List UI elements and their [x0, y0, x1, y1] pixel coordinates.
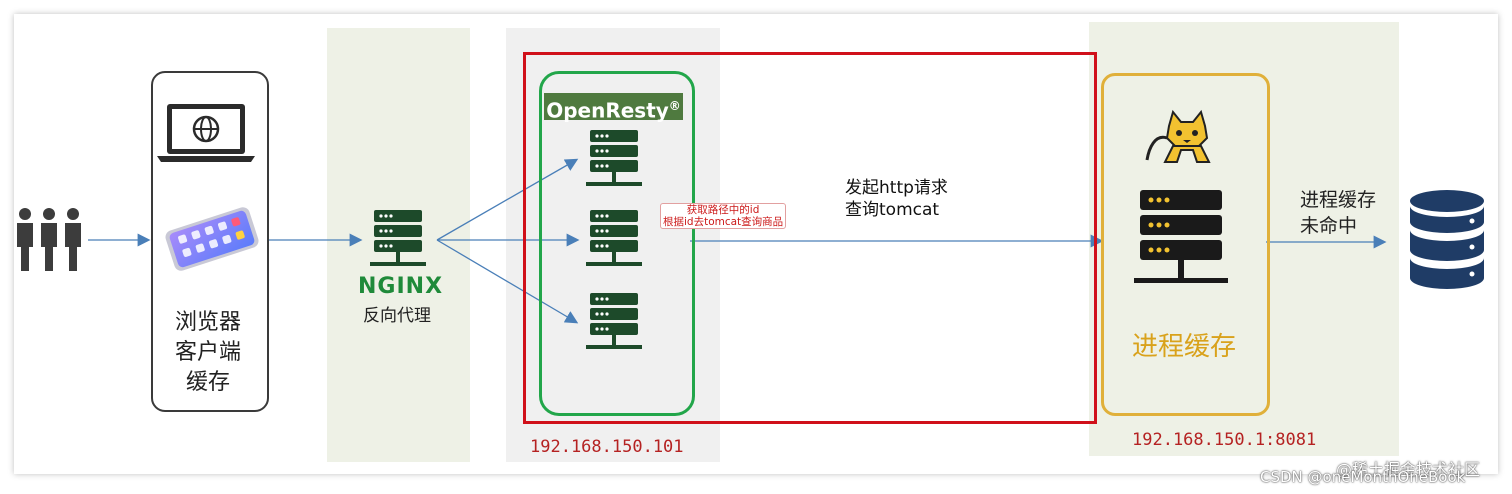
request-line1: 发起http请求: [845, 178, 948, 198]
openresty-box: [539, 71, 695, 416]
openresty-server-icon-2: [586, 210, 642, 266]
tomcat-label: 进程缓存: [1131, 332, 1236, 362]
browser-label-line2: 客户端: [174, 340, 241, 365]
request-line2: 查询tomcat: [845, 200, 940, 220]
browser-label-line3: 缓存: [185, 370, 230, 395]
users-icon: [17, 208, 81, 271]
tomcat-panel: [1089, 22, 1399, 456]
miss-line2: 未命中: [1300, 215, 1358, 237]
nginx-logo: NGINX: [358, 274, 444, 299]
laptop-globe-icon: [157, 104, 255, 162]
tomcat-cat-icon: [1145, 109, 1211, 163]
miss-label: 进程缓存 未命中: [1300, 187, 1376, 239]
registered-mark: ®: [668, 99, 681, 113]
miss-line1: 进程缓存: [1300, 189, 1377, 211]
database-icon: [1410, 190, 1484, 289]
watermark-line2: CSDN @oneMonthOneBook: [1260, 468, 1466, 486]
openresty-ip: 192.168.150.101: [530, 437, 684, 457]
openresty-logo: OpenResty®: [544, 93, 683, 123]
smartphone-icon: [165, 207, 259, 271]
red-scope-box: [523, 52, 1097, 424]
nginx-label: 反向代理: [363, 306, 431, 326]
openresty-logo-text: OpenResty: [546, 98, 669, 123]
tomcat-box: [1101, 73, 1270, 416]
openresty-server-icon-3: [586, 293, 642, 349]
tomcat-ip: 192.168.150.1:8081: [1132, 430, 1317, 450]
annotation-line2: 根据id去tomcat查询商品: [663, 216, 784, 228]
request-label: 发起http请求 查询tomcat: [845, 177, 948, 221]
openresty-server-icon-1: [586, 130, 642, 186]
annotation-line1: 获取路径中的id: [686, 204, 760, 216]
openresty-annotation: 获取路径中的id 根据id去tomcat查询商品: [660, 203, 787, 229]
nginx-server-icon: [370, 210, 426, 266]
browser-label-line1: 浏览器: [174, 310, 241, 335]
browser-label: 浏览器 客户端 缓存: [153, 308, 263, 398]
tomcat-server-icon: [1134, 190, 1228, 283]
watermark-line1: @稀土掘金技术社区: [1336, 460, 1481, 479]
